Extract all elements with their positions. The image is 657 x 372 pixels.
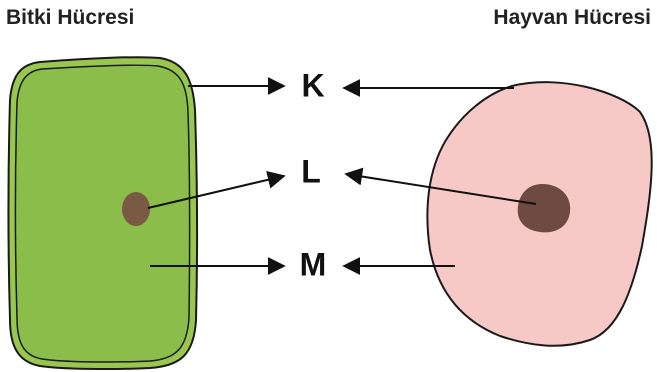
arrow-plant-nucleus-to-l (147, 170, 286, 209)
plant-cell-title: Bitki Hücresi (6, 6, 135, 29)
plant-cell-nucleus (122, 192, 150, 226)
animal-cell-nucleus (517, 184, 571, 233)
plant-cell-membrane (14, 64, 191, 363)
animal-cell-title: Hayvan Hücresi (493, 6, 651, 29)
plant-cell (7, 56, 199, 371)
arrow-animal-nucleus-to-l (344, 167, 537, 205)
label-m: M (300, 246, 327, 282)
label-l: L (301, 153, 321, 189)
label-k: K (301, 67, 324, 103)
